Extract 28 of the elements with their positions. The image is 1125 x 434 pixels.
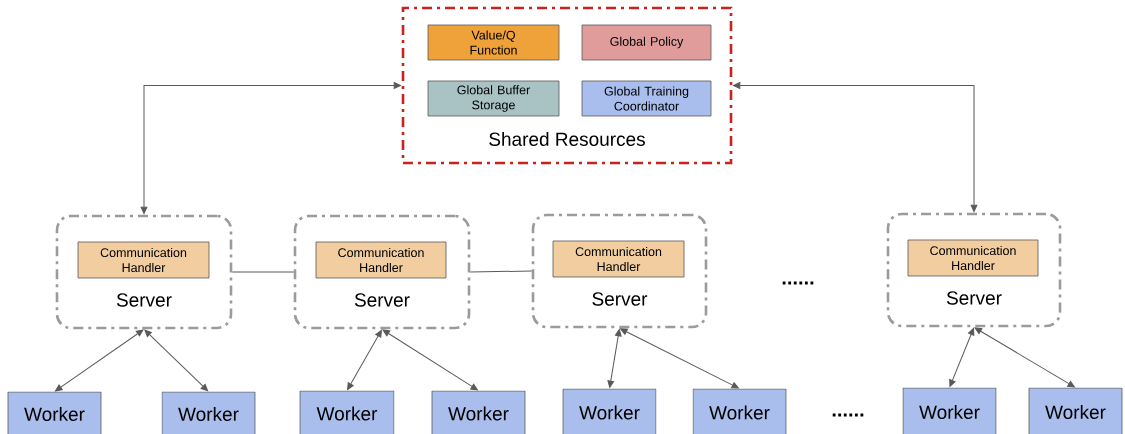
worker-box: Worker: [692, 388, 787, 434]
ellipsis: ......: [832, 413, 864, 417]
handler-box: Communication Handler: [77, 241, 210, 279]
ellipsis: ......: [782, 281, 814, 285]
arrow: [382, 329, 478, 391]
coordinator-box: Global Training Coordinator: [581, 80, 712, 117]
policy-box: Global Policy: [581, 24, 712, 61]
worker-box: Worker: [299, 390, 395, 434]
handler-box: Communication Handler: [315, 241, 447, 279]
worker-box: Worker: [902, 387, 997, 434]
arrow: [974, 327, 1075, 388]
arrow: [620, 328, 739, 389]
worker-box: Worker: [431, 390, 526, 434]
arrow: [607, 329, 622, 388]
worker-box: Worker: [1028, 387, 1123, 434]
worker-box: Worker: [161, 391, 256, 434]
arrow: [733, 82, 978, 212]
worker-box: Worker: [7, 391, 102, 434]
handler-box: Communication Handler: [907, 239, 1039, 277]
arrow: [949, 327, 975, 387]
arrow: [144, 329, 209, 392]
storage-box: Global Buffer Storage: [427, 80, 560, 117]
arrow: [140, 82, 401, 214]
arrow: [55, 329, 144, 392]
arrow: [347, 329, 382, 390]
function-box: Value/Q Function: [427, 24, 560, 61]
worker-box: Worker: [562, 388, 657, 434]
handler-box: Communication Handler: [552, 240, 685, 278]
